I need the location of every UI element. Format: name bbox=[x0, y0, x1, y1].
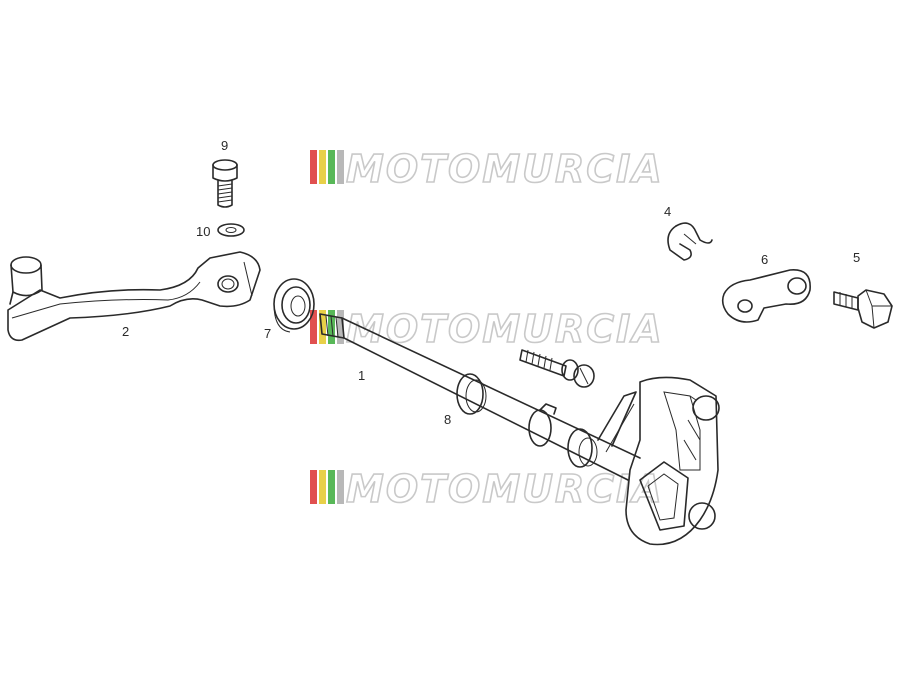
label-part-1: 1 bbox=[358, 368, 365, 383]
watermark-stripe bbox=[328, 150, 335, 184]
watermark-text: MOTOMURCIA bbox=[346, 147, 664, 191]
part-4-clip bbox=[667, 222, 713, 261]
part-2-shift-pedal bbox=[7, 251, 261, 342]
watermark-stripes bbox=[310, 150, 344, 184]
part-1-shift-shaft bbox=[319, 313, 720, 546]
label-part-5: 5 bbox=[853, 250, 860, 265]
part-9-bolt bbox=[212, 159, 238, 208]
stud-screw bbox=[519, 349, 595, 388]
label-part-10: 10 bbox=[196, 224, 210, 239]
label-part-9: 9 bbox=[221, 138, 228, 153]
part-5-hex-bolt bbox=[833, 289, 893, 329]
watermark-stripe bbox=[328, 310, 335, 344]
label-part-2: 2 bbox=[122, 324, 129, 339]
watermark-text: MOTOMURCIA bbox=[346, 307, 664, 351]
label-part-7: 7 bbox=[264, 326, 271, 341]
watermark-stripe bbox=[310, 310, 317, 344]
watermark-middle: MOTOMURCIA bbox=[310, 306, 664, 352]
part-10-washer bbox=[217, 223, 245, 237]
watermark-stripe bbox=[328, 470, 335, 504]
watermark-stripe bbox=[337, 150, 344, 184]
watermark-bottom: MOTOMURCIA bbox=[310, 466, 664, 512]
watermark-stripe bbox=[310, 470, 317, 504]
part-7-oil-seal bbox=[273, 278, 315, 333]
watermark-text: MOTOMURCIA bbox=[346, 467, 664, 511]
watermark-stripes bbox=[310, 470, 344, 504]
watermark-stripes bbox=[310, 310, 344, 344]
label-part-8: 8 bbox=[444, 412, 451, 427]
label-part-6: 6 bbox=[761, 252, 768, 267]
watermark-stripe bbox=[337, 470, 344, 504]
watermark-stripe bbox=[319, 470, 326, 504]
part-6-lever-plate bbox=[721, 269, 811, 323]
label-part-4: 4 bbox=[664, 204, 671, 219]
watermark-stripe bbox=[337, 310, 344, 344]
watermark-stripe bbox=[310, 150, 317, 184]
watermark-stripe bbox=[319, 310, 326, 344]
watermark-top: MOTOMURCIA bbox=[310, 146, 664, 192]
watermark-stripe bbox=[319, 150, 326, 184]
